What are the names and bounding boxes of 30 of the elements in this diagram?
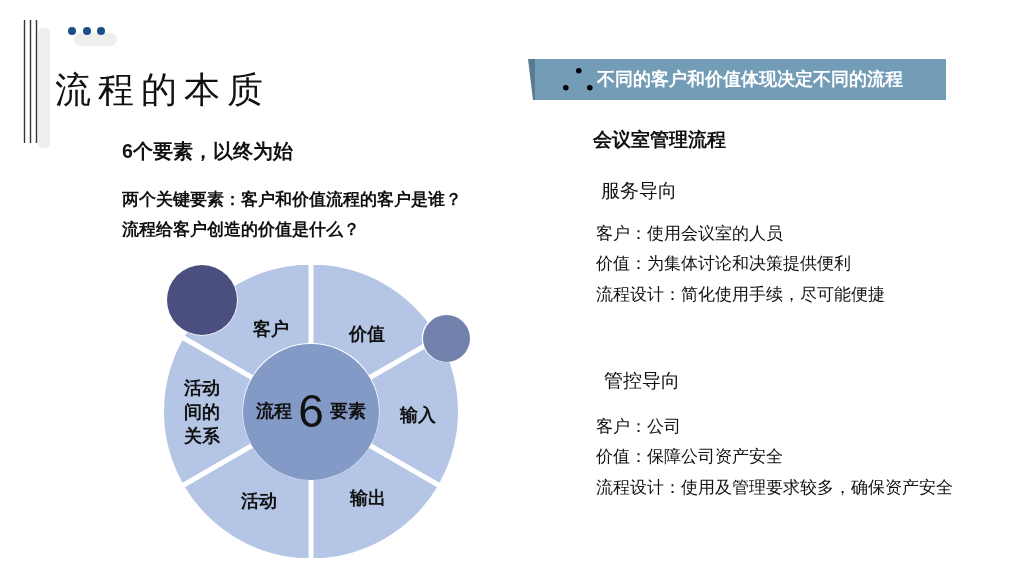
wheel-segment (164, 340, 250, 483)
subheading: 服务导向 (601, 179, 677, 203)
wheel-segment (313, 448, 437, 558)
segment-label: 客户 (253, 319, 289, 341)
body-text: 客户：使用会议室的人员 (596, 224, 783, 244)
segment-label: 活动间的关系 (183, 377, 221, 448)
body-text: 流程设计：简化使用手续，尽可能便捷 (596, 285, 885, 305)
body-text: 两个关键要素：客户和价值流程的客户是谁？ (122, 190, 462, 210)
wheel-segment (372, 349, 458, 483)
wheel-segment (185, 448, 309, 558)
header-band (535, 59, 946, 100)
body-text: 价值：为集体讨论和决策提供便利 (596, 254, 851, 274)
body-text: 客户：公司 (596, 417, 681, 437)
hub-label: 要素 (329, 401, 366, 422)
wheel-segment (313, 265, 428, 375)
segment-label: 价值 (349, 324, 385, 346)
segment-label: 活动 (241, 491, 277, 513)
big-number: 6 (298, 386, 324, 437)
segment-label: 输出 (350, 488, 386, 510)
body-text: 流程设计：使用及管理要求较多，确保资产安全 (596, 478, 953, 498)
header-text: 不同的客户和价值体现决定不同的流程 (597, 68, 903, 91)
slide-title: 流程的本质 (55, 68, 270, 112)
section-heading: 会议室管理流程 (593, 128, 726, 152)
hub-label: 流程 (256, 401, 293, 422)
body-text: 价值：保障公司资产安全 (596, 447, 783, 467)
segment-label: 输入 (400, 405, 436, 427)
subheading: 管控导向 (604, 369, 680, 393)
center-circle (243, 343, 379, 480)
subtitle: 6个要素，以终为始 (122, 140, 293, 164)
body-text: 流程给客户创造的价值是什么？ (122, 220, 360, 240)
